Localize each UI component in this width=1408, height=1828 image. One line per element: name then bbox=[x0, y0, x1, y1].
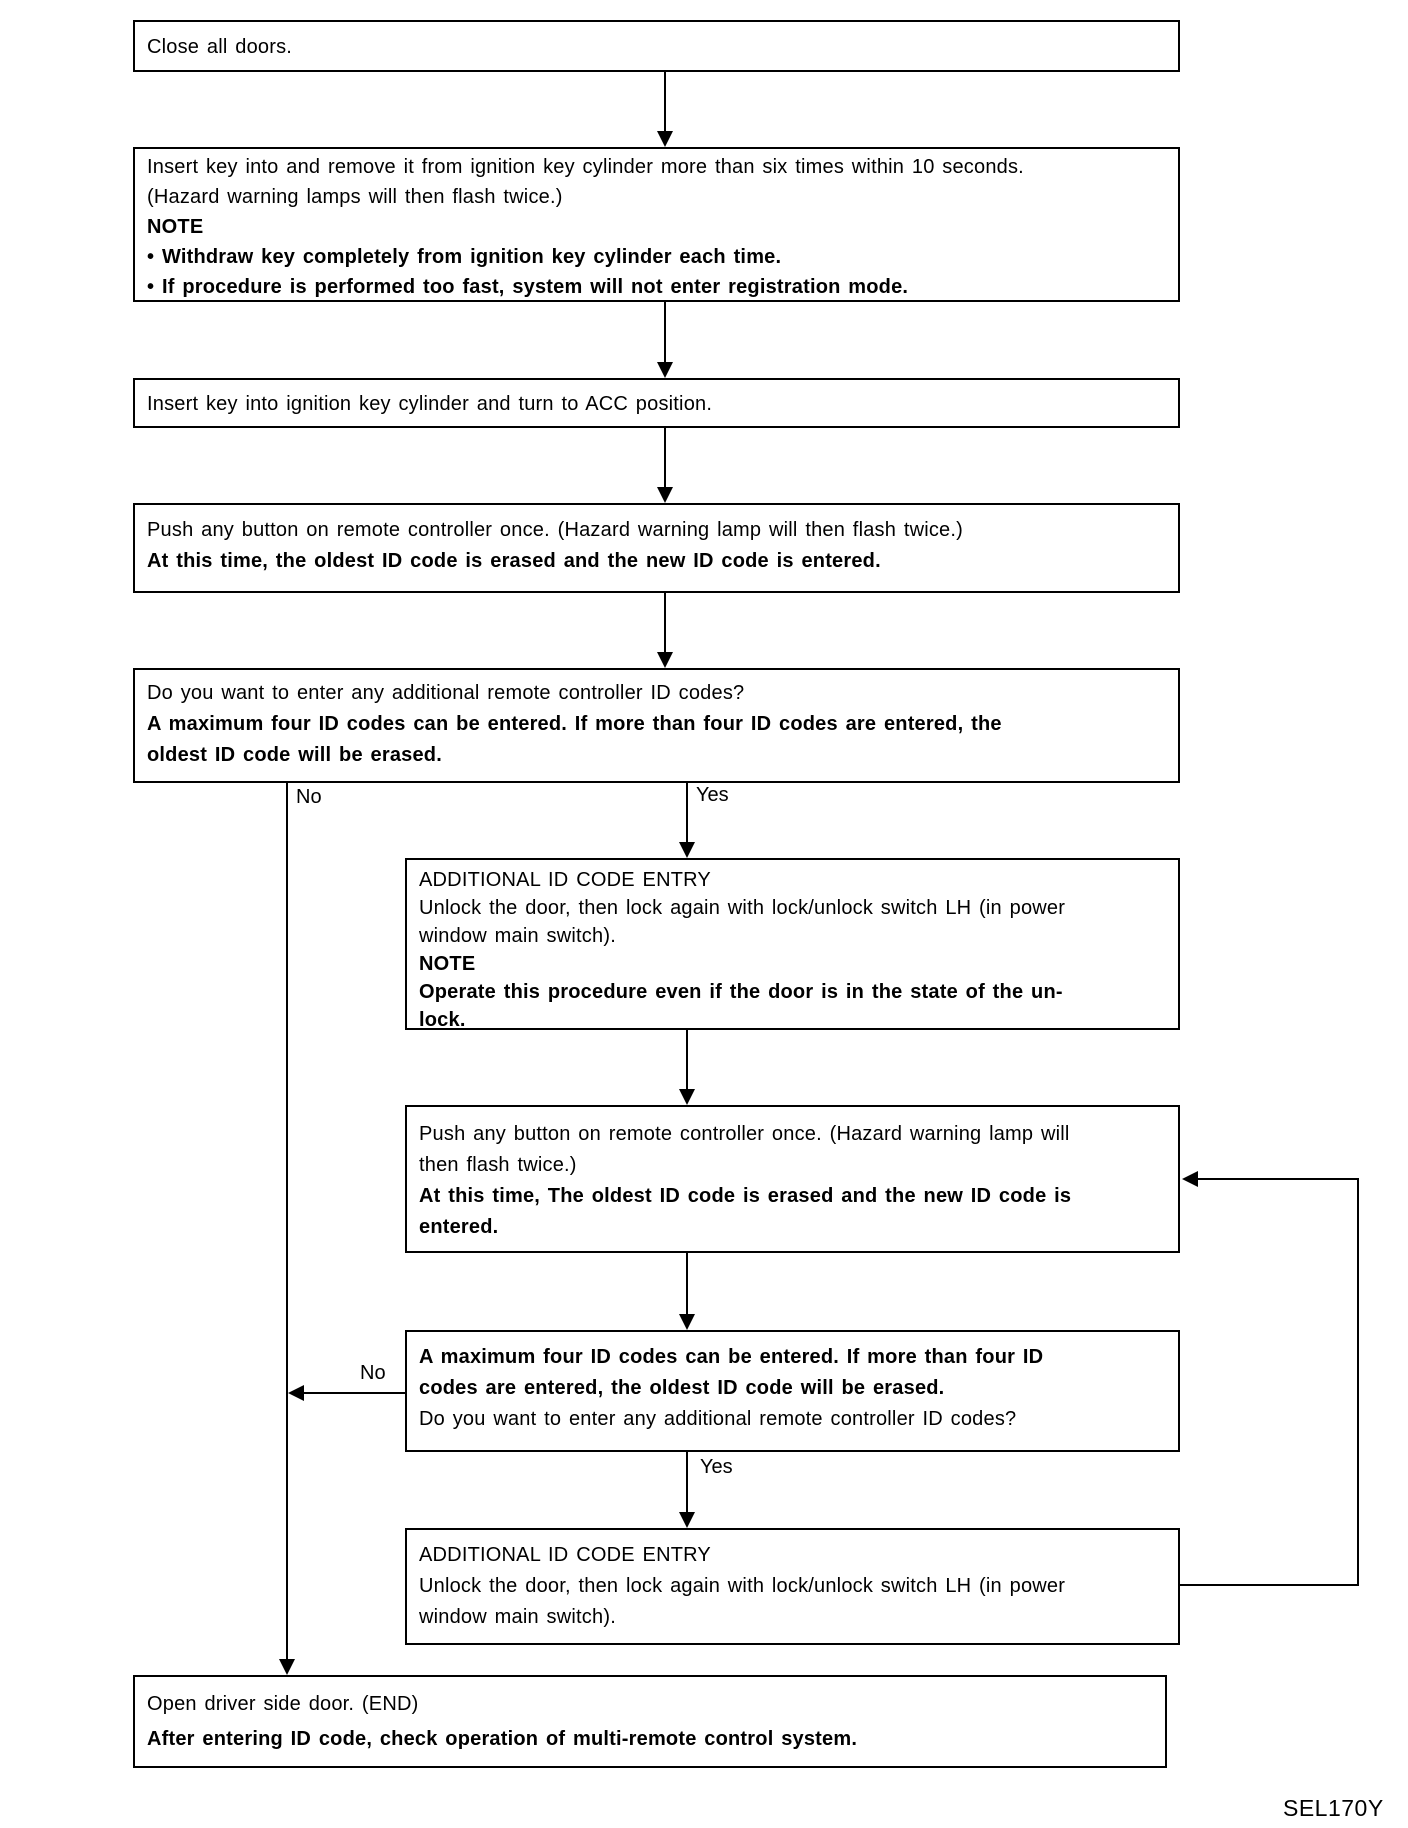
step-text-line: NOTE bbox=[147, 216, 204, 238]
figure-code: SEL170Y bbox=[1283, 1795, 1384, 1821]
step-text-line: Insert key into ignition key cylinder an… bbox=[147, 393, 713, 415]
flow-connector-feedback-top bbox=[1196, 1178, 1359, 1180]
flow-connector-5 bbox=[686, 1030, 688, 1089]
step-text-line: • Withdraw key completely from ignition … bbox=[147, 246, 782, 268]
flow-connector-no-loop bbox=[302, 1392, 405, 1394]
arrow-down-icon bbox=[679, 842, 695, 858]
step-text-line: Do you want to enter any additional remo… bbox=[147, 682, 745, 704]
flow-connector-yes-branch bbox=[686, 783, 688, 842]
arrow-down-icon bbox=[679, 1512, 695, 1528]
step-text-line: NOTE bbox=[419, 953, 476, 975]
branch-label-yes-main: Yes bbox=[696, 784, 729, 806]
flow-decision-additional-codes: Do you want to enter any additional remo… bbox=[133, 668, 1180, 783]
flow-step-push-remote-button-2: Push any button on remote controller onc… bbox=[405, 1105, 1180, 1253]
step-text-line: window main switch). bbox=[419, 1606, 616, 1628]
step-text-line: ADDITIONAL ID CODE ENTRY bbox=[419, 1544, 711, 1566]
flow-connector-1 bbox=[664, 72, 666, 133]
step-text-line: then flash twice.) bbox=[419, 1154, 577, 1176]
flow-step-key-acc: Insert key into ignition key cylinder an… bbox=[133, 378, 1180, 428]
flow-connector-2 bbox=[664, 302, 666, 362]
step-text-line: (Hazard warning lamps will then flash tw… bbox=[147, 186, 563, 208]
arrow-left-icon bbox=[1182, 1171, 1198, 1187]
flow-connector-6 bbox=[686, 1253, 688, 1314]
step-text-line: At this time, The oldest ID code is eras… bbox=[419, 1185, 1072, 1207]
flow-step-close-all-doors: Close all doors. bbox=[133, 20, 1180, 72]
step-text-line: Push any button on remote controller onc… bbox=[419, 1123, 1070, 1145]
branch-label-no-loop: No bbox=[360, 1362, 386, 1384]
step-text-line: window main switch). bbox=[419, 925, 616, 947]
step-text-line: A maximum four ID codes can be entered. … bbox=[147, 713, 1002, 735]
arrow-down-icon bbox=[657, 487, 673, 503]
flow-connector-feedback-bottom bbox=[1180, 1584, 1359, 1586]
step-text-line: ADDITIONAL ID CODE ENTRY bbox=[419, 869, 711, 891]
step-text-line: Do you want to enter any additional remo… bbox=[419, 1408, 1017, 1430]
step-text-line: A maximum four ID codes can be entered. … bbox=[419, 1346, 1044, 1368]
step-text-line: Push any button on remote controller onc… bbox=[147, 519, 963, 541]
step-text-line: Insert key into and remove it from ignit… bbox=[147, 156, 1024, 178]
flow-step-push-remote-button: Push any button on remote controller onc… bbox=[133, 503, 1180, 593]
step-text-line: Unlock the door, then lock again with lo… bbox=[419, 897, 1066, 919]
arrow-down-icon bbox=[679, 1089, 695, 1105]
flow-connector-yes-loop bbox=[686, 1452, 688, 1512]
step-text-line: Open driver side door. (END) bbox=[147, 1693, 419, 1715]
step-text-line: entered. bbox=[419, 1216, 499, 1238]
arrow-down-icon bbox=[657, 362, 673, 378]
arrow-down-icon bbox=[657, 652, 673, 668]
step-text-line: lock. bbox=[419, 1009, 466, 1031]
step-text-line: • If procedure is performed too fast, sy… bbox=[147, 276, 909, 298]
flow-connector-4 bbox=[664, 593, 666, 652]
step-text-line: After entering ID code, check operation … bbox=[147, 1728, 858, 1750]
arrow-down-icon bbox=[279, 1659, 295, 1675]
branch-label-yes-loop: Yes bbox=[700, 1456, 733, 1478]
flow-step-open-door-end: Open driver side door. (END) After enter… bbox=[133, 1675, 1167, 1768]
step-text-line: Operate this procedure even if the door … bbox=[419, 981, 1063, 1003]
arrow-left-icon bbox=[288, 1385, 304, 1401]
flow-connector-feedback-vertical bbox=[1357, 1178, 1359, 1586]
arrow-down-icon bbox=[679, 1314, 695, 1330]
flow-connector-3 bbox=[664, 428, 666, 487]
step-text-line: oldest ID code will be erased. bbox=[147, 744, 442, 766]
flow-decision-additional-codes-2: A maximum four ID codes can be entered. … bbox=[405, 1330, 1180, 1452]
step-text-line: Unlock the door, then lock again with lo… bbox=[419, 1575, 1066, 1597]
step-text-line: Close all doors. bbox=[147, 36, 293, 58]
flow-step-additional-id-entry-1: ADDITIONAL ID CODE ENTRY Unlock the door… bbox=[405, 858, 1180, 1031]
arrow-down-icon bbox=[657, 131, 673, 147]
step-text-line: At this time, the oldest ID code is eras… bbox=[147, 550, 881, 572]
step-text-line: codes are entered, the oldest ID code wi… bbox=[419, 1377, 945, 1399]
flow-step-additional-id-entry-2: ADDITIONAL ID CODE ENTRY Unlock the door… bbox=[405, 1528, 1180, 1645]
flow-step-key-insert-remove: Insert key into and remove it from ignit… bbox=[133, 147, 1180, 302]
flow-connector-no-branch bbox=[286, 783, 288, 1659]
branch-label-no-main: No bbox=[296, 786, 322, 808]
